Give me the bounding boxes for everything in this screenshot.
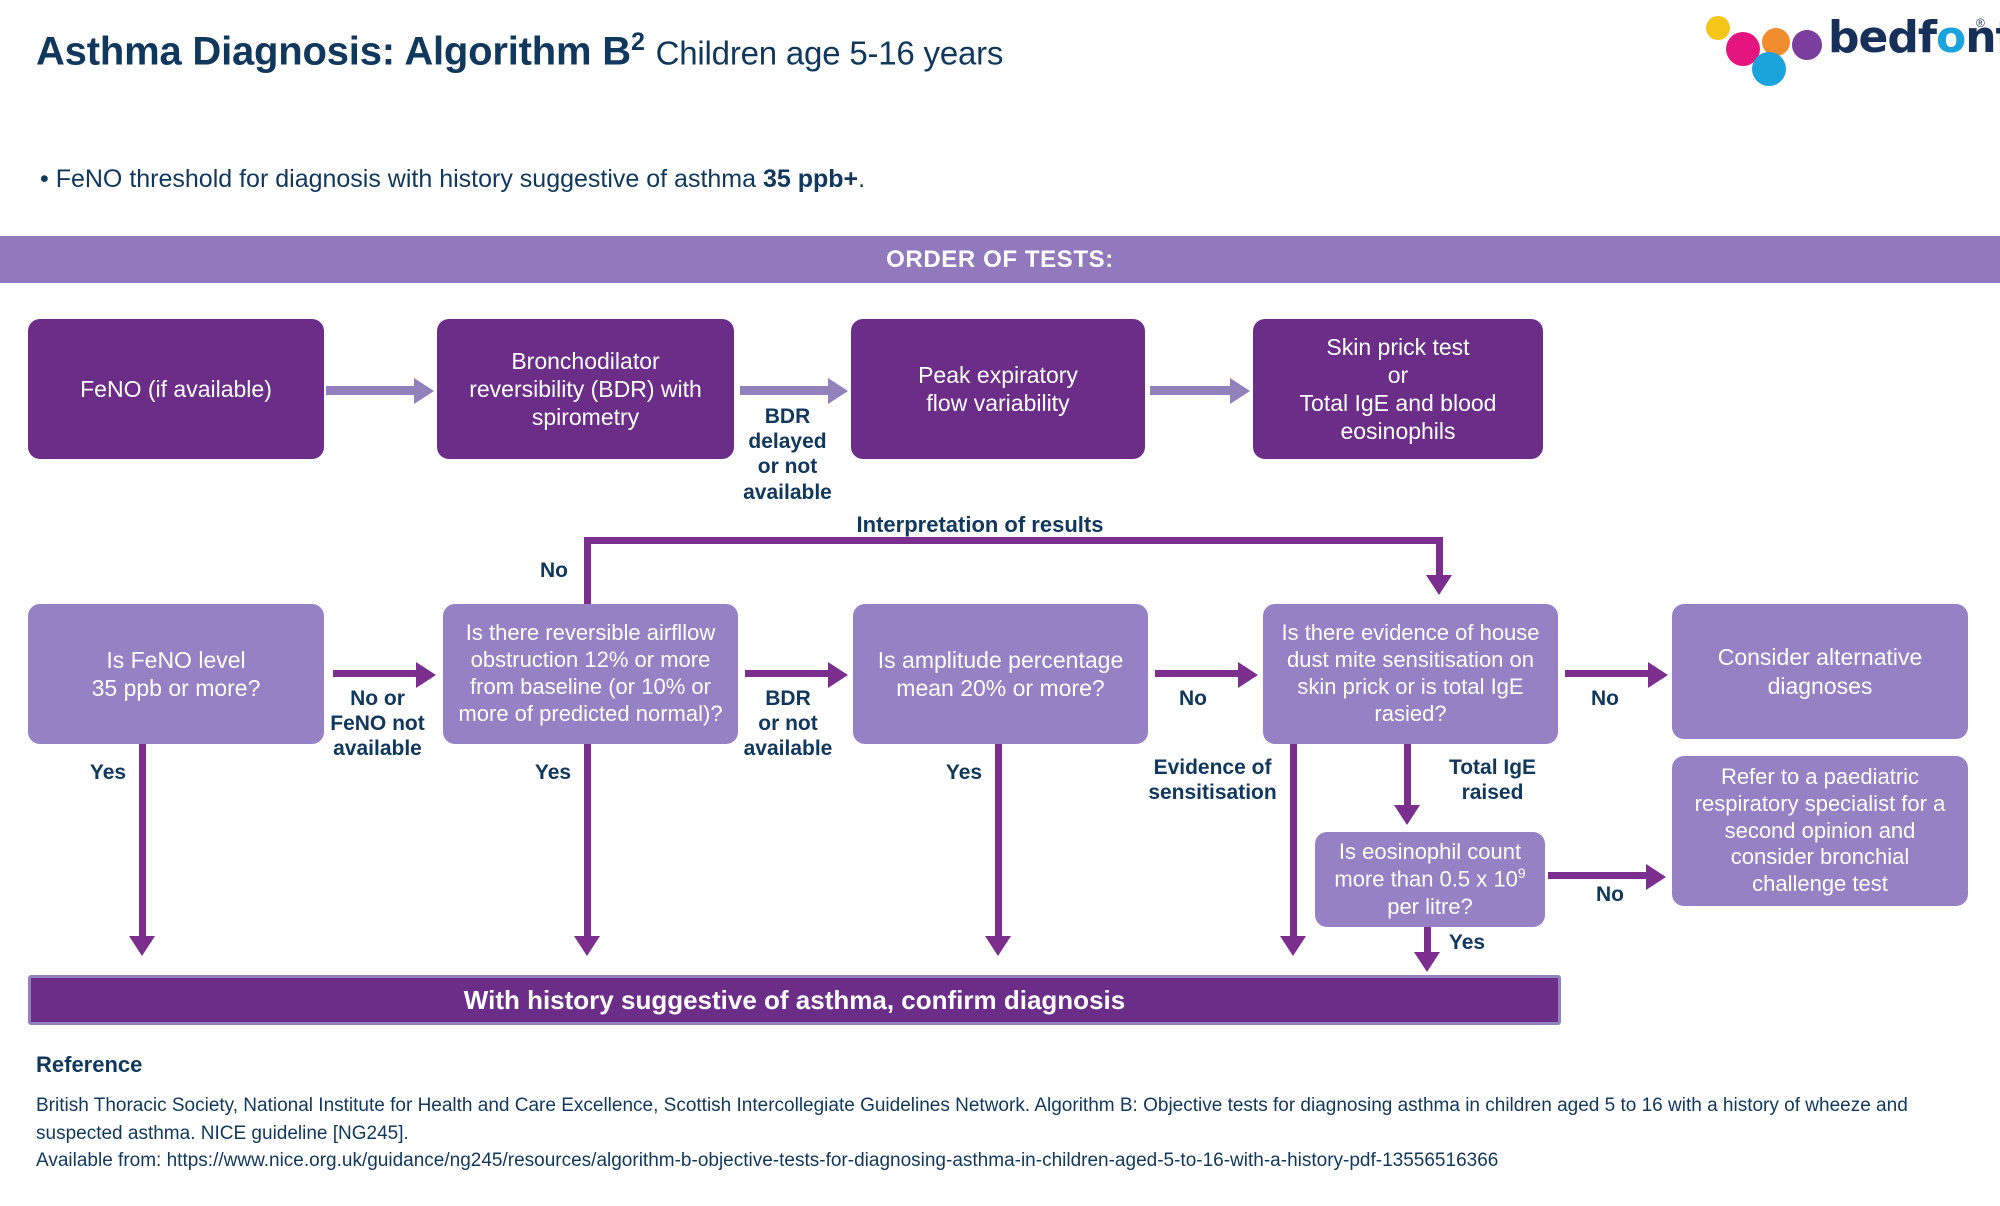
bullet-text-bold: 35 ppb+ [762,165,859,193]
arrow-peak-to-skin-icon [1230,378,1250,404]
label-evidence-of-sensitisation: Evidence of sensitisation [1148,756,1277,805]
arrow-feno-to-reversible-icon [416,662,436,688]
arrow-ige-to-eosinophil-icon [1394,805,1420,825]
logo-word-part2: nt [1965,12,2000,63]
order-of-tests-banner: ORDER OF TESTS: [0,236,2000,283]
label-no-or-feno-not-available: No or FeNO not available [330,687,425,761]
connector-dustmite-to-alternative [1565,670,1650,677]
logo-wordmark: bedfont [1828,12,2000,63]
decision-box-amplitude: Is amplitude percentage mean 20% or more… [853,604,1148,744]
arrow-reversible-to-amplitude-icon [828,662,848,688]
label-no-eosinophil: No [1596,883,1624,906]
label-yes-feno: Yes [89,761,127,784]
eosinophil-line-3: per litre? [1387,893,1473,919]
arrow-no-into-dustmite-icon [1426,575,1452,595]
connector-no-across [584,537,1443,544]
decision-box-amplitude-label: Is amplitude percentage mean 20% or more… [877,646,1124,701]
order-of-tests-label: ORDER OF TESTS: [886,245,1114,273]
decision-box-alternative-diagnoses-label: Consider alternative diagnoses [1717,644,1923,699]
page-title: Asthma Diagnosis: Algorithm B2 Children … [36,28,1003,74]
page-title-main: Asthma Diagnosis: Algorithm B [36,29,631,74]
label-yes-reversible: Yes [534,761,572,784]
arrow-amplitude-to-dustmite-icon [1238,662,1258,688]
logo-dot-yellow-icon [1706,16,1730,40]
test-box-feno: FeNO (if available) [28,319,324,459]
bedfont-logo: bedfont ® [1700,8,2000,86]
connector-evidence-sensitisation [1290,744,1297,940]
page-title-subtitle: Children age 5-16 years [655,34,1004,72]
logo-dot-blue-icon [1752,52,1786,86]
label-yes-eosinophil: Yes [1448,931,1486,954]
decision-box-reversible-airflow-label: Is there reversible airfllow obstruction… [458,620,723,726]
eosinophil-line-2-text: more than 0.5 x 10 [1334,866,1518,892]
decision-box-feno-level-label: Is FeNO level 35 ppb or more? [91,646,261,701]
connector-no-up-from-reversible [584,537,591,604]
label-bdr-delayed: BDR delayed or not available [743,405,832,504]
feno-threshold-bullet: • FeNO threshold for diagnosis with hist… [40,165,865,194]
logo-dot-purple-icon [1792,30,1822,60]
label-no-top: No [540,559,568,582]
connector-no-down-to-dustmite [1436,537,1443,579]
logo-dot-orange-icon [1762,28,1790,56]
test-box-feno-label: FeNO (if available) [80,375,272,402]
connector-yes-reversible [584,744,591,940]
decision-box-reversible-airflow: Is there reversible airfllow obstruction… [443,604,738,744]
label-yes-amplitude: Yes [945,761,983,784]
outcome-box-refer-specialist-label: Refer to a paediatric respiratory specia… [1694,763,1946,897]
decision-box-eosinophil: Is eosinophil count more than 0.5 x 109 … [1315,832,1545,927]
logo-registered-mark: ® [1976,16,1985,30]
connector-peak-to-skin [1150,386,1232,395]
connector-eosinophil-to-refer [1548,872,1648,879]
arrow-yes-feno-icon [129,936,155,956]
test-box-peak-flow-label: Peak expiratory flow variability [918,361,1078,416]
label-total-ige-raised: Total IgE raised [1448,756,1537,805]
eosinophil-line-1: Is eosinophil count [1338,838,1522,864]
connector-yes-amplitude [995,744,1002,940]
reference-heading: Reference [36,1052,143,1077]
arrow-yes-eosinophil-icon [1414,952,1440,972]
decision-box-feno-level: Is FeNO level 35 ppb or more? [28,604,324,744]
connector-bdr-to-peak [740,386,830,395]
label-no-dustmite: No [1591,687,1619,710]
outcome-box-refer-specialist: Refer to a paediatric respiratory specia… [1672,756,1968,906]
eosinophil-line-2: more than 0.5 x 109 [1334,865,1525,893]
arrow-eosinophil-to-refer-icon [1646,864,1666,890]
connector-feno-to-reversible [333,670,418,677]
label-no-amplitude: No [1179,687,1207,710]
arrow-dustmite-to-alternative-icon [1648,662,1668,688]
arrow-yes-amplitude-icon [985,936,1011,956]
test-box-skin-prick-label: Skin prick test or Total IgE and blood e… [1299,333,1497,445]
connector-ige-to-eosinophil [1404,744,1411,808]
label-interpretation-of-results: Interpretation of results [856,512,1104,537]
arrow-yes-reversible-icon [574,936,600,956]
bullet-text-post: . [858,165,866,193]
connector-amplitude-to-dustmite [1155,670,1240,677]
bullet-text-pre: • FeNO threshold for diagnosis with hist… [40,165,763,193]
reference-line-2: Available from: https://www.nice.org.uk/… [36,1150,1499,1172]
test-box-peak-flow: Peak expiratory flow variability [851,319,1145,459]
test-box-bronchodilator-label: Bronchodilator reversibility (BDR) with … [469,347,702,431]
label-bdr-or-not-available: BDR or not available [743,687,833,761]
confirm-diagnosis-label: With history suggestive of asthma, confi… [463,984,1126,1015]
reference-line-1: British Thoracic Society, National Insti… [36,1095,1908,1144]
decision-box-dustmite-label: Is there evidence of house dust mite sen… [1281,620,1540,726]
connector-yes-eosinophil [1424,927,1431,957]
reference-body: British Thoracic Society, National Insti… [36,1092,1976,1175]
eosinophil-exponent: 9 [1517,865,1526,882]
logo-word-highlight-o: o [1935,12,1966,63]
connector-yes-feno [139,744,146,940]
logo-word-part1: bedf [1828,12,1937,63]
arrow-feno-to-bdr-icon [414,378,434,404]
confirm-diagnosis-banner: With history suggestive of asthma, confi… [28,975,1561,1025]
test-box-skin-prick: Skin prick test or Total IgE and blood e… [1253,319,1543,459]
connector-reversible-to-amplitude [745,670,830,677]
page-title-superscript: 2 [630,28,645,56]
decision-box-alternative-diagnoses: Consider alternative diagnoses [1672,604,1968,739]
arrow-bdr-to-peak-icon [828,378,848,404]
decision-box-dustmite: Is there evidence of house dust mite sen… [1263,604,1558,744]
connector-feno-to-bdr [326,386,416,395]
test-box-bronchodilator: Bronchodilator reversibility (BDR) with … [437,319,734,459]
arrow-evidence-sensitisation-icon [1280,936,1306,956]
